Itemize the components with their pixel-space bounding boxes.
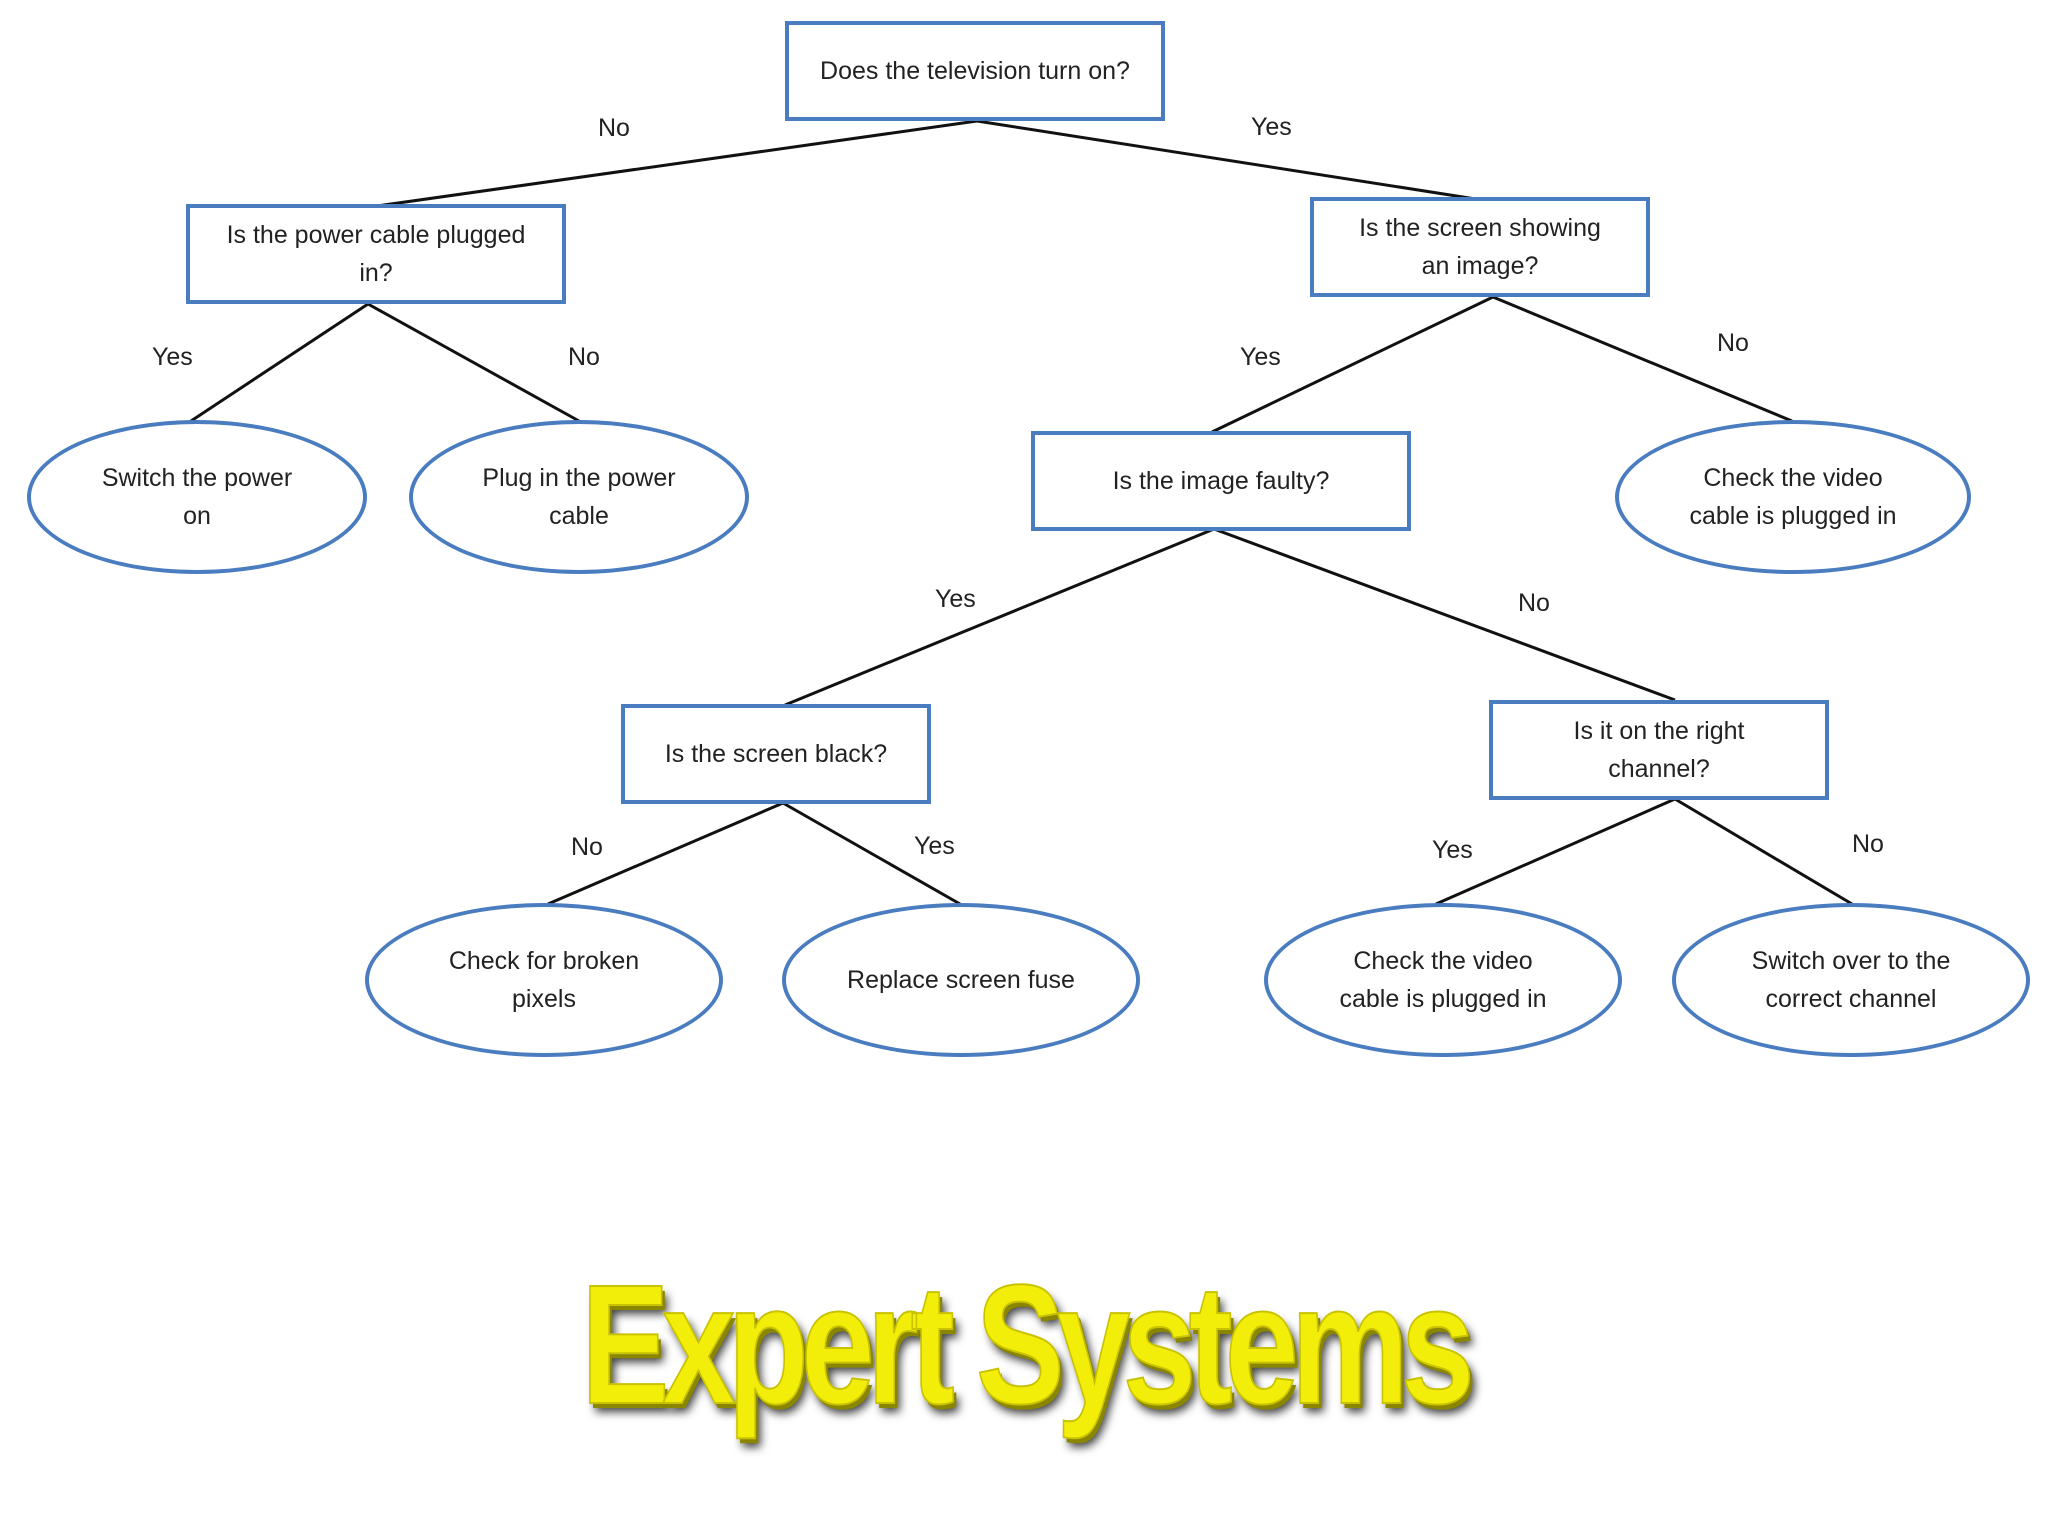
edge-channel-to-switch — [1674, 797, 1853, 906]
edge-power-to-plug — [367, 302, 580, 423]
edge-label-faulty-no: No — [1518, 589, 1550, 617]
edge-image-to-faulty — [1211, 295, 1494, 434]
node-image-faulty: Is the image faulty? — [1031, 431, 1411, 531]
edge-label-faulty-yes: Yes — [935, 585, 976, 613]
edge-label-power-yes: Yes — [152, 343, 193, 371]
edge-label-black-no: No — [571, 833, 603, 861]
edge-black-to-pixels — [547, 801, 784, 906]
node-right-channel: Is it on the right channel? — [1489, 700, 1829, 800]
edge-power-to-switch — [190, 302, 369, 423]
outcome-replace-fuse: Replace screen fuse — [782, 903, 1140, 1057]
edge-faulty-to-black — [784, 527, 1215, 707]
outcome-check-video-cable-2: Check the video cable is plugged in — [1264, 903, 1622, 1057]
edge-label-channel-yes: Yes — [1432, 836, 1473, 864]
edge-label-channel-no: No — [1852, 830, 1884, 858]
edge-root-to-image — [976, 119, 1483, 202]
edge-label-root-no: No — [598, 114, 630, 142]
edge-channel-to-video — [1435, 797, 1676, 906]
outcome-broken-pixels: Check for broken pixels — [365, 903, 723, 1057]
node-screen-black: Is the screen black? — [621, 704, 931, 804]
outcome-plug-power: Plug in the power cable — [409, 420, 749, 574]
edge-label-image-no: No — [1717, 329, 1749, 357]
edge-label-power-no: No — [568, 343, 600, 371]
page-title: Expert Systems — [580, 1249, 1475, 1441]
outcome-switch-channel: Switch over to the correct channel — [1672, 903, 2030, 1057]
edge-image-to-video — [1492, 295, 1793, 423]
edge-label-black-yes: Yes — [914, 832, 955, 860]
node-root: Does the television turn on? — [785, 21, 1165, 121]
edge-root-to-power — [369, 119, 978, 209]
node-power-plugged: Is the power cable plugged in? — [186, 204, 566, 304]
edge-faulty-to-channel — [1213, 527, 1676, 702]
edge-black-to-fuse — [782, 801, 961, 906]
outcome-check-video-cable-1: Check the video cable is plugged in — [1615, 420, 1971, 574]
outcome-switch-power: Switch the power on — [27, 420, 367, 574]
edge-label-image-yes: Yes — [1240, 343, 1281, 371]
node-showing-image: Is the screen showing an image? — [1310, 197, 1650, 297]
edge-label-root-yes: Yes — [1251, 113, 1292, 141]
